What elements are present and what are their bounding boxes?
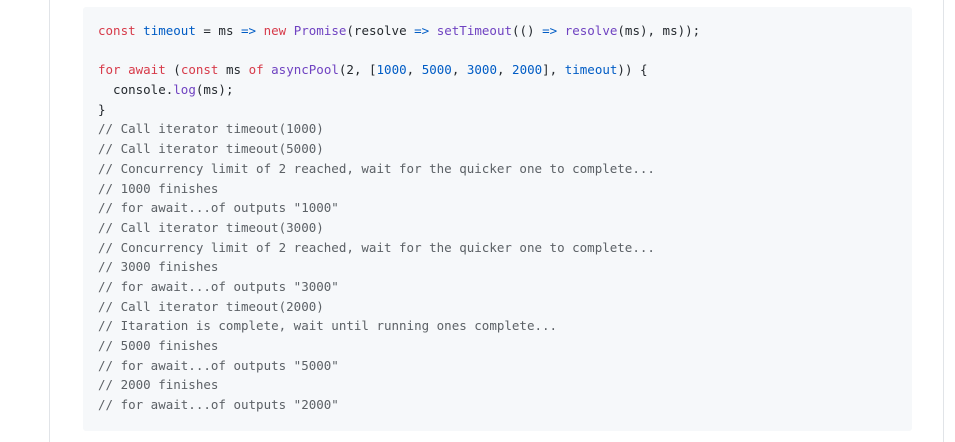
comment-token: // Call iterator timeout(3000) xyxy=(98,219,324,235)
code-token xyxy=(557,23,565,38)
keyword-token: for xyxy=(98,62,121,78)
code-line: // for await...of outputs "2000" xyxy=(98,395,912,415)
comment-token: // 1000 finishes xyxy=(98,180,219,196)
content-border-left xyxy=(49,0,50,442)
code-line: // 2000 finishes xyxy=(98,375,912,395)
comment-token: // for await...of outputs "1000" xyxy=(98,200,339,216)
comment-token: // for await...of outputs "3000" xyxy=(98,278,339,294)
comment-token: // for await...of outputs "5000" xyxy=(98,357,339,373)
code-token: } xyxy=(98,101,106,117)
function-token: asyncPool xyxy=(271,62,339,78)
function-token: log xyxy=(173,82,196,98)
code-token: (2, [ xyxy=(338,62,377,78)
code-line: // 5000 finishes xyxy=(98,336,912,356)
code-token: console. xyxy=(98,82,174,98)
code-token xyxy=(121,62,129,77)
code-line: // Itaration is complete, wait until run… xyxy=(98,316,912,336)
code-token xyxy=(429,23,437,38)
content-border-right xyxy=(943,0,944,442)
code-line: // Call iterator timeout(5000) xyxy=(98,139,912,159)
keyword-token: new xyxy=(263,23,287,38)
comment-token: // Concurrency limit of 2 reached, wait … xyxy=(98,160,655,176)
number-token: 2000 xyxy=(512,62,543,78)
code-line: // Concurrency limit of 2 reached, wait … xyxy=(98,238,912,258)
code-token xyxy=(286,23,294,38)
code-line: } xyxy=(98,100,912,120)
keyword-token: const xyxy=(180,62,219,78)
code-token: , xyxy=(406,62,422,78)
code-line: for await (const ms of asyncPool(2, [100… xyxy=(98,60,912,80)
comment-token: // 5000 finishes xyxy=(98,338,219,353)
code-line: // for await...of outputs "5000" xyxy=(98,356,912,376)
identifier-token: => xyxy=(414,23,430,38)
identifier-token: timeout xyxy=(143,23,196,38)
code-token: (ms), ms)); xyxy=(617,23,701,38)
number-token: 1000 xyxy=(376,62,407,78)
code-line: // for await...of outputs "3000" xyxy=(98,277,912,297)
code-token xyxy=(256,23,264,38)
code-token: ], xyxy=(542,62,565,78)
keyword-token: of xyxy=(248,62,264,78)
comment-token: // for await...of outputs "2000" xyxy=(98,397,339,413)
identifier-token: timeout xyxy=(564,62,618,78)
keyword-token: const xyxy=(98,23,136,38)
code-line: const timeout = ms => new Promise(resolv… xyxy=(98,21,912,41)
code-token: )) { xyxy=(617,62,648,78)
function-token: Promise xyxy=(293,23,347,38)
code-line: // for await...of outputs "1000" xyxy=(98,198,912,218)
code-token: (resolve xyxy=(346,23,415,38)
code-token: = ms xyxy=(195,23,242,38)
code-line: // Call iterator timeout(2000) xyxy=(98,297,912,317)
comment-token: // Call iterator timeout(2000) xyxy=(98,298,324,314)
code-line: // Call iterator timeout(3000) xyxy=(98,218,912,238)
code-token: (ms); xyxy=(195,82,234,98)
code-token: (() xyxy=(512,23,543,38)
code-line: // Call iterator timeout(1000) xyxy=(98,119,912,139)
code-line xyxy=(98,41,912,61)
number-token: 3000 xyxy=(466,62,497,78)
comment-token: // 2000 finishes xyxy=(98,377,219,393)
comment-token: // Concurrency limit of 2 reached, wait … xyxy=(98,239,655,255)
identifier-token: => xyxy=(542,23,558,38)
number-token: 5000 xyxy=(421,62,452,78)
function-token: setTimeout xyxy=(436,23,512,38)
function-token: resolve xyxy=(564,23,618,38)
code-line: console.log(ms); xyxy=(98,80,912,100)
code-token: , xyxy=(496,62,513,78)
comment-token: // Itaration is complete, wait until run… xyxy=(98,318,558,334)
comment-token: // Call iterator timeout(5000) xyxy=(98,141,324,157)
code-token: ms xyxy=(218,62,249,78)
code-line: // 1000 finishes xyxy=(98,179,912,199)
code-token: , xyxy=(451,62,467,78)
code-line: // Concurrency limit of 2 reached, wait … xyxy=(98,159,912,179)
identifier-token: => xyxy=(241,23,257,38)
code-line: // 3000 finishes xyxy=(98,257,912,277)
code-block[interactable]: const timeout = ms => new Promise(resolv… xyxy=(83,7,912,431)
comment-token: // 3000 finishes xyxy=(98,259,219,275)
keyword-token: await xyxy=(128,62,166,78)
comment-token: // Call iterator timeout(1000) xyxy=(98,121,324,137)
code-token: ( xyxy=(165,62,181,78)
